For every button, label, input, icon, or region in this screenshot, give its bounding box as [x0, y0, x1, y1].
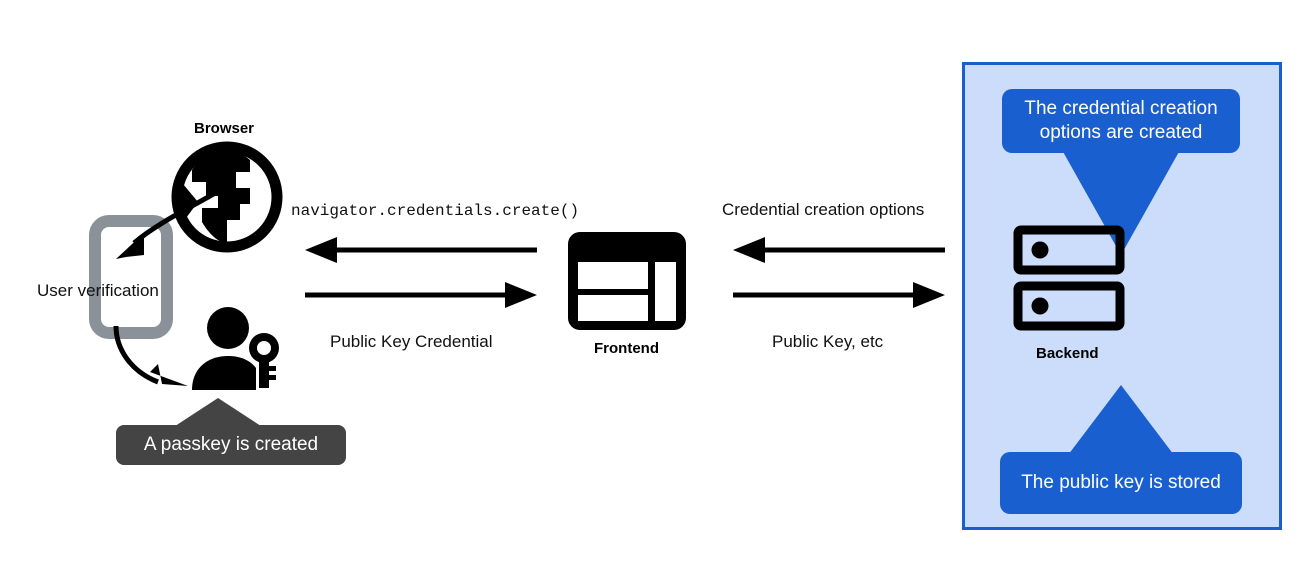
arrow-browser-to-phone — [116, 186, 224, 259]
user-verification-label: User verification — [37, 281, 159, 300]
arrow-label-credential-creation-options: Credential creation options — [722, 200, 925, 219]
callout-public-key-stored: The public key is stored — [1000, 452, 1242, 514]
arrow-label-navigator-create: navigator.credentials.create() — [291, 202, 580, 220]
user-key-icon — [192, 307, 279, 390]
arrow-browser-to-frontend — [305, 282, 537, 308]
layout-icon — [568, 232, 686, 330]
callout-bottom-tail — [1062, 385, 1180, 463]
tooltip-tail — [169, 398, 267, 430]
globe-icon — [171, 141, 283, 253]
callout-top-tail — [1062, 150, 1180, 255]
server-icon — [1013, 225, 1125, 331]
arrow-backend-to-frontend — [733, 237, 945, 263]
browser-label: Browser — [194, 120, 255, 137]
arrow-label-public-key-etc: Public Key, etc — [772, 332, 884, 351]
arrow-label-public-key-credential: Public Key Credential — [330, 332, 493, 351]
tooltip-passkey-created: A passkey is created — [116, 425, 346, 465]
arrow-phone-to-user — [113, 325, 188, 386]
callout-credential-options: The credential creation options are crea… — [1002, 89, 1240, 153]
backend-label: Backend — [1036, 345, 1099, 362]
phone-icon — [89, 215, 173, 339]
frontend-label: Frontend — [594, 340, 659, 357]
arrow-frontend-to-backend — [733, 282, 945, 308]
arrow-frontend-to-browser — [305, 237, 537, 263]
